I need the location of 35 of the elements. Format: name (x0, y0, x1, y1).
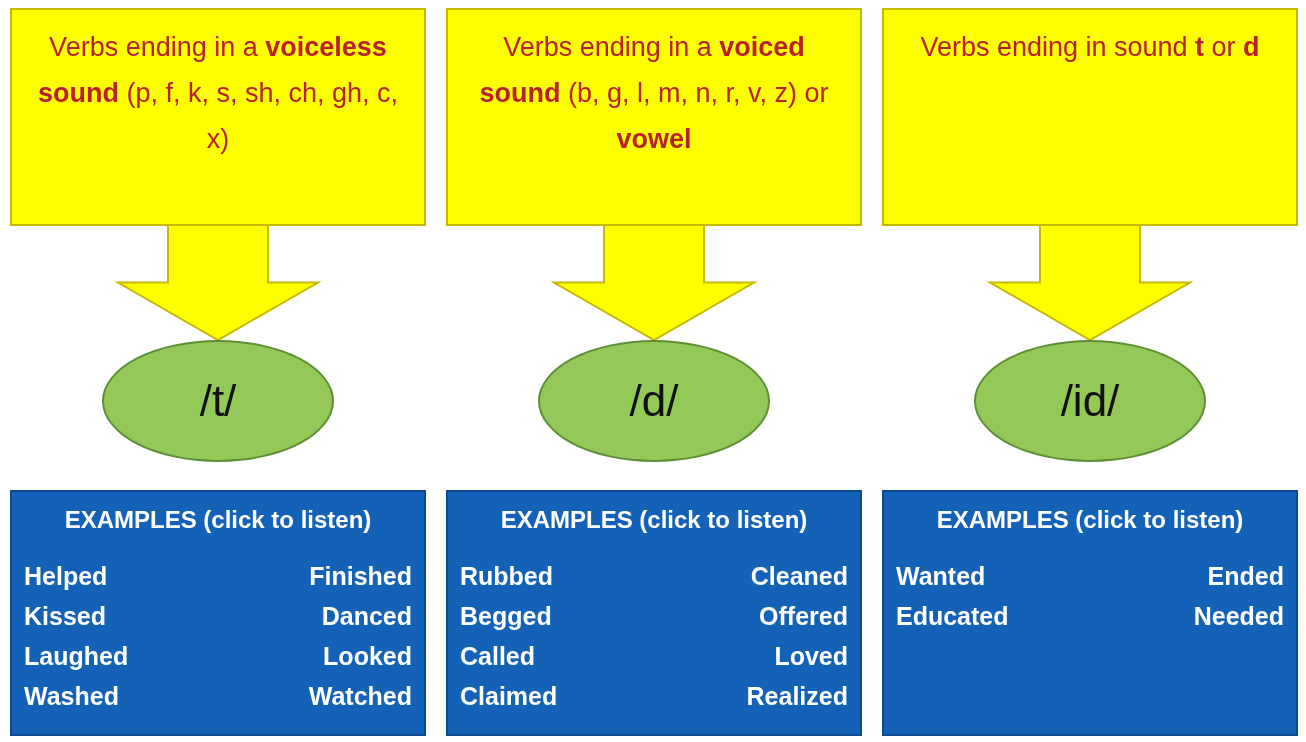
example-word: Realized (745, 681, 848, 712)
examples-panel (882, 490, 1298, 736)
example-word: Educated (896, 601, 1010, 632)
panel-heading: EXAMPLES (click to listen) (935, 506, 1245, 534)
block-arrow (550, 224, 758, 342)
panel-heading: EXAMPLES (click to listen) (63, 506, 373, 534)
examples-panel (10, 490, 426, 736)
example-word: Laughed (24, 641, 130, 672)
rule-text: Verbs ending in sound t or d (920, 31, 1260, 64)
example-word: Rubbed (460, 561, 555, 592)
example-word: Ended (1206, 561, 1284, 592)
example-word: Offered (758, 601, 848, 632)
example-word: Wanted (896, 561, 987, 592)
example-word: Finished (308, 561, 412, 592)
example-word: Kissed (24, 601, 107, 632)
example-word: Cleaned (749, 561, 848, 592)
phonetic-label: /d/ (629, 376, 679, 426)
example-word: Begged (460, 601, 553, 632)
example-word: Needed (1192, 601, 1284, 632)
block-arrow (986, 224, 1194, 342)
rule-text: Verbs ending in a voiced sound (b, g, l, m, n, r, v, z) or vowel (478, 31, 830, 156)
example-word: Called (460, 641, 537, 672)
example-word: Claimed (460, 681, 559, 712)
examples-panel (446, 490, 862, 736)
example-word: Washed (24, 681, 120, 712)
rule-text: Verbs ending in a voiceless sound (p, f, k, s, sh, ch, gh, c, x) (36, 31, 400, 156)
panel-heading: EXAMPLES (click to listen) (499, 506, 809, 534)
example-word: Helped (24, 561, 109, 592)
example-word: Danced (320, 601, 412, 632)
phonetic-label: /id/ (1060, 376, 1120, 426)
example-word: Looked (322, 641, 412, 672)
phonetic-label: /t/ (199, 376, 237, 426)
example-word: Watched (307, 681, 412, 712)
example-word: Loved (773, 641, 848, 672)
block-arrow (114, 224, 322, 342)
